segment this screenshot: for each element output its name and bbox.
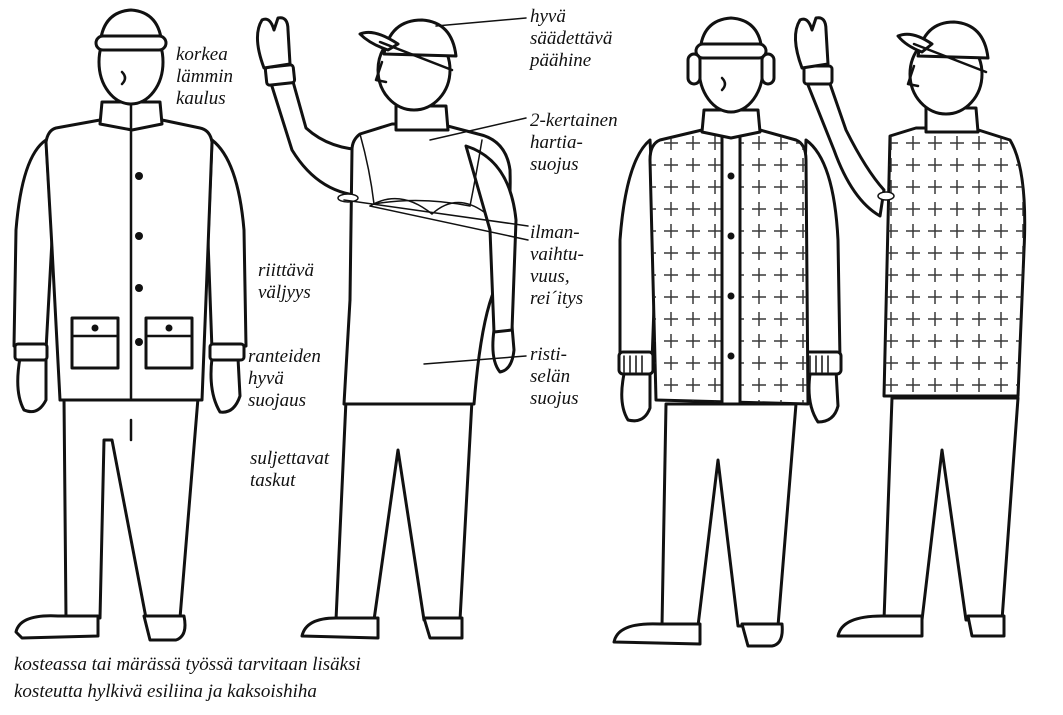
side-view-jacket xyxy=(257,18,516,638)
label-pockets-line: suljettavat xyxy=(250,448,329,470)
label-wrists-line: ranteiden xyxy=(248,346,321,368)
label-fit-line: väljyys xyxy=(258,282,314,304)
label-pockets: suljettavat taskut xyxy=(250,448,329,492)
label-fit: riittävä väljyys xyxy=(258,260,314,304)
label-collar-line: korkea xyxy=(176,44,233,66)
label-pockets-line: taskut xyxy=(250,470,329,492)
label-headwear-line: säädettävä xyxy=(530,28,612,50)
label-headwear-line: päähine xyxy=(530,50,612,72)
label-collar-line: kaulus xyxy=(176,88,233,110)
label-back-line: suojus xyxy=(530,388,579,410)
label-shoulder-line: suojus xyxy=(530,154,618,176)
label-ventilation-line: ilman- xyxy=(530,222,584,244)
label-collar: korkea lämmin kaulus xyxy=(176,44,233,110)
label-shoulder-line: hartia- xyxy=(530,132,618,154)
label-shoulder: 2-kertainen hartia- suojus xyxy=(530,110,618,176)
label-back: risti- selän suojus xyxy=(530,344,579,410)
label-headwear-line: hyvä xyxy=(530,6,612,28)
label-headwear: hyvä säädettävä päähine xyxy=(530,6,612,72)
label-fit-line: riittävä xyxy=(258,260,314,282)
label-wrists-line: suojaus xyxy=(248,390,321,412)
label-back-line: selän xyxy=(530,366,579,388)
label-ventilation-line: vuus, xyxy=(530,266,584,288)
label-collar-line: lämmin xyxy=(176,66,233,88)
front-view-quilted-vest xyxy=(614,18,841,646)
label-ventilation: ilman- vaihtu- vuus, rei´itys xyxy=(530,222,584,310)
caption: kosteassa tai märässä työssä tarvitaan l… xyxy=(14,651,361,705)
label-wrists: ranteiden hyvä suojaus xyxy=(248,346,321,412)
label-back-line: risti- xyxy=(530,344,579,366)
label-ventilation-line: vaihtu- xyxy=(530,244,584,266)
label-wrists-line: hyvä xyxy=(248,368,321,390)
caption-line: kosteutta hylkivä esiliina ja kaksoishih… xyxy=(14,678,361,705)
caption-line: kosteassa tai märässä työssä tarvitaan l… xyxy=(14,651,361,678)
label-ventilation-line: rei´itys xyxy=(530,288,584,310)
label-shoulder-line: 2-kertainen xyxy=(530,110,618,132)
